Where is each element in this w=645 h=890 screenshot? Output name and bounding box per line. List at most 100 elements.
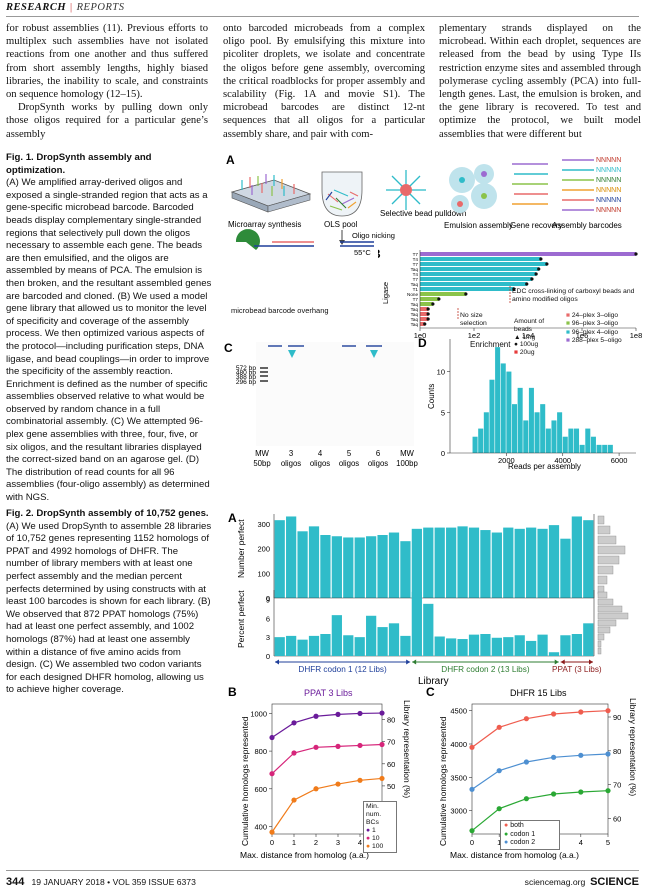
ytick-label: 400 xyxy=(254,822,267,831)
fig2A-side-bar xyxy=(597,612,629,620)
fig1B-bead-legend: Amount of beads ▲ 1mg ● 100ug ■ 20ug xyxy=(514,318,560,357)
barcode-label: NNNNN xyxy=(596,167,621,174)
fig1D-bar xyxy=(574,428,580,453)
fig1B-bar-marker xyxy=(512,287,516,291)
fig2B-ylabel2: Library representation (%) xyxy=(402,700,412,798)
series-point xyxy=(551,711,557,717)
fig2A-side-bar xyxy=(597,591,608,599)
fig1A-letter: A xyxy=(226,153,235,167)
fig2A-number-bar xyxy=(571,516,582,598)
fig1D-bar xyxy=(590,436,596,453)
ytick-right-label: 80 xyxy=(387,716,395,725)
legend-swatch-icon: ■ xyxy=(566,328,570,336)
fig2A-percent-bar xyxy=(537,634,548,656)
fig1D-xtick-label: 4000 xyxy=(554,456,571,465)
fig2A-ylabel-top: Number perfect xyxy=(236,519,246,578)
series-point xyxy=(291,720,297,726)
fig1B-annotation-size: No size selection xyxy=(460,312,487,328)
fig1A-schematic: A Microarray synthesis OLS pool xyxy=(226,153,622,257)
footer-right: sciencemag.org SCIENCE xyxy=(525,876,639,888)
fig2A-side-bar xyxy=(597,626,611,634)
xtick-label: 2 xyxy=(314,838,318,847)
fig2A-side-bar xyxy=(597,545,626,555)
footer-rule xyxy=(6,870,639,871)
fig1B-xlabel: Enrichment xyxy=(470,340,511,349)
fig2A-side-bar xyxy=(597,619,617,627)
fig2A-percent-bar xyxy=(480,634,491,656)
fig2B-legend-label: 100 xyxy=(372,843,384,850)
ytick-right-label: 50 xyxy=(387,782,395,791)
fig1B-bar xyxy=(420,297,439,301)
bead-legend-item: ■ 20ug xyxy=(514,349,560,357)
series-point xyxy=(313,713,319,719)
fig2A-chart: A Number perfect Percent perfect 0100200… xyxy=(228,511,629,687)
fig2A-percent-bar xyxy=(423,603,434,656)
fig1B-bar xyxy=(420,292,466,296)
fig2A-number-bar xyxy=(491,532,502,598)
body-column-2: onto barcoded microbeads from a complex … xyxy=(223,22,425,141)
series-point xyxy=(335,743,341,749)
fig2A-ytick-label: 3 xyxy=(266,633,270,642)
fig2A-bracket-label: DHFR codon 1 (12 Libs) xyxy=(298,665,387,674)
fig2A-percent-bar xyxy=(434,636,445,656)
fig1B-bars xyxy=(420,252,638,326)
fig1B-row-label: Taq xyxy=(411,312,419,317)
fig1D-bar xyxy=(579,444,585,453)
fig2C-xlabel: Max. distance from homolog (a.a.) xyxy=(450,850,579,860)
fig1B-row-label: T4 xyxy=(413,257,419,262)
fig1B-bar xyxy=(420,262,547,266)
fig2A-number-bar xyxy=(457,526,468,598)
fig1D-bar xyxy=(495,347,501,453)
series-point xyxy=(357,710,363,717)
circle-icon: ● xyxy=(366,827,371,834)
fig1B-row-label: Taq xyxy=(411,322,419,327)
fig2A-percent-bar xyxy=(571,634,582,656)
fig1B-bar-marker xyxy=(437,297,441,301)
fig2A-number-bar xyxy=(526,527,537,598)
circle-icon: ● xyxy=(514,341,518,349)
fig1D-bar xyxy=(512,404,518,453)
series-point xyxy=(523,716,529,722)
fig2A-number-bar xyxy=(354,537,365,598)
fig2A-percent-bar xyxy=(400,635,411,656)
plot-frame xyxy=(271,703,383,835)
fig1B-chart: B Ligase T7T4T7TaqT4T7TaqT1NoneT7TaqTaqT… xyxy=(378,247,642,338)
fig2A-ytick-label: 300 xyxy=(257,520,270,529)
fig1B-annotation-edc: EDC cross-linking of carboxyl beads and … xyxy=(512,288,635,304)
ytick-label: 3000 xyxy=(450,807,467,816)
journal-name: SCIENCE xyxy=(590,876,639,888)
fig2B-legend-item: ● 1 xyxy=(366,827,394,835)
fig2A-percent-bar xyxy=(548,652,560,656)
site-link[interactable]: sciencemag.org xyxy=(524,877,586,887)
fig1B-bar xyxy=(420,302,433,306)
fig2A-percent-bar xyxy=(514,635,525,656)
series-point xyxy=(379,775,385,782)
fig2A-side-bar xyxy=(597,515,605,525)
fig1B-bar xyxy=(420,257,541,261)
fig1D-bar xyxy=(540,404,546,453)
gene-recovery-lines xyxy=(512,163,548,205)
fig1D-bar xyxy=(545,428,551,453)
fig2A-bracket-label: PPAT (3 Libs) xyxy=(552,665,602,674)
triangle-icon: ▲ xyxy=(514,333,521,341)
fig2A-ytick-label: 0 xyxy=(266,652,270,661)
fig2A-percent-bar xyxy=(274,637,285,656)
fig1B-bar-marker xyxy=(426,317,430,321)
fig2A-bracket-arrow xyxy=(406,659,411,665)
circle-icon: ● xyxy=(504,839,509,847)
ytick-right-label: 70 xyxy=(387,738,395,747)
gel-marker-label: 388 bp xyxy=(236,374,257,381)
fig1B-bar-marker xyxy=(464,292,468,296)
fig2A-number-bar xyxy=(560,538,571,598)
label-selective-bead: Selective bead pulldown xyxy=(380,209,466,218)
fig1D-xtick-label: 6000 xyxy=(611,456,628,465)
fig1B-row-label: T7 xyxy=(413,297,419,302)
fig1D-bar xyxy=(596,444,602,453)
fig2A-bracket-arrow xyxy=(554,659,559,665)
fig1D-bar xyxy=(557,412,563,453)
fig1B-legend-item: ■ 24–plex 3–oligo xyxy=(566,312,640,320)
gel-lane-label: 4 xyxy=(318,449,323,458)
fig1B-bar xyxy=(420,252,636,256)
page-number: 344 xyxy=(6,876,25,888)
